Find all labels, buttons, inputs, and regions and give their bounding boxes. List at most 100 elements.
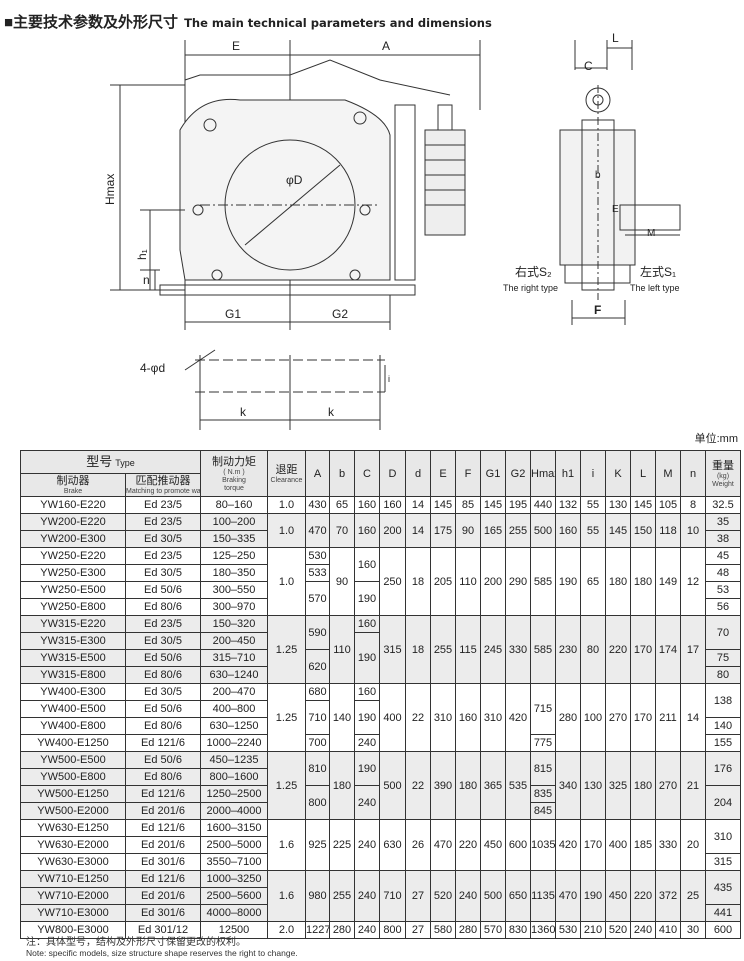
- table-cell: 530: [555, 921, 581, 939]
- table-cell: 10: [680, 513, 706, 548]
- table-cell: 500: [480, 870, 506, 922]
- table-cell: 180: [630, 547, 656, 616]
- header-dim-d: d: [405, 450, 431, 497]
- table-cell: 325: [605, 751, 631, 820]
- table-cell: 1.25: [267, 615, 306, 684]
- table-cell: 400: [605, 819, 631, 871]
- table-cell: 160: [354, 615, 380, 633]
- table-cell: YW500-E800: [20, 768, 126, 786]
- note-zh: 注：具体型号，结构及外形尺寸保留更改的权利。: [26, 937, 246, 948]
- table-cell: 14: [405, 513, 431, 548]
- table-cell: 27: [405, 921, 431, 939]
- table-cell: 200: [379, 513, 406, 548]
- table-cell: 160: [354, 547, 380, 582]
- table-cell: 200: [480, 547, 506, 616]
- table-cell: 174: [655, 615, 681, 684]
- table-cell: 4000–8000: [200, 904, 268, 922]
- label-holes: 4-φd: [140, 361, 165, 375]
- table-cell: 500: [530, 513, 556, 548]
- unit-label: 单位:mm: [694, 433, 738, 445]
- table-cell: 590: [305, 615, 330, 650]
- table-cell: YW800-E3000: [20, 921, 126, 939]
- table-cell: 56: [705, 598, 741, 616]
- table-cell: 1.0: [267, 513, 306, 548]
- table-cell: 2.0: [267, 921, 306, 939]
- table-cell: 14: [405, 496, 431, 514]
- table-cell: 715: [530, 683, 556, 735]
- table-cell: 55: [580, 496, 606, 514]
- table-cell: 650: [505, 870, 531, 922]
- table-cell: 80: [580, 615, 606, 684]
- table-cell: 245: [480, 615, 506, 684]
- table-cell: 800: [305, 785, 330, 820]
- table-cell: 240: [354, 734, 380, 752]
- table-cell: YW500-E500: [20, 751, 126, 769]
- table-cell: 800: [379, 921, 406, 939]
- label-k1: k: [240, 405, 247, 419]
- table-cell: 160: [354, 513, 380, 548]
- label-right-type-zh: 右式S₂: [515, 264, 552, 279]
- table-cell: 441: [705, 904, 741, 922]
- table-cell: Ed 23/5: [125, 547, 201, 565]
- table-cell: 204: [705, 785, 741, 820]
- table-cell: 170: [630, 683, 656, 752]
- table-cell: 48: [705, 564, 741, 582]
- table-cell: 220: [605, 615, 631, 684]
- table-cell: Ed 50/6: [125, 649, 201, 667]
- table-cell: 290: [505, 547, 531, 616]
- table-cell: 310: [430, 683, 456, 752]
- table-cell: 150: [630, 513, 656, 548]
- table-cell: 620: [305, 649, 330, 684]
- table-cell: 150–320: [200, 615, 268, 633]
- table-cell: 630–1240: [200, 666, 268, 684]
- label-k2: k: [328, 405, 335, 419]
- table-cell: 410: [655, 921, 681, 939]
- table-cell: 330: [505, 615, 531, 684]
- table-cell: 240: [354, 819, 380, 871]
- table-cell: 27: [405, 870, 431, 922]
- table-cell: Ed 23/5: [125, 513, 201, 531]
- table-cell: 205: [430, 547, 456, 616]
- table-cell: YW710-E3000: [20, 904, 126, 922]
- table-cell: 270: [605, 683, 631, 752]
- table-cell: 190: [354, 581, 380, 616]
- table-cell: 630: [379, 819, 406, 871]
- header-dim-b: b: [329, 450, 355, 497]
- table-cell: 1.0: [267, 547, 306, 616]
- table-cell: 195: [505, 496, 531, 514]
- header-dim-g1: G1: [480, 450, 506, 497]
- table-cell: 180: [329, 751, 355, 820]
- table-cell: Ed 121/6: [125, 785, 201, 803]
- table-cell: 315: [379, 615, 406, 684]
- table-cell: YW710-E2000: [20, 887, 126, 905]
- table-cell: 170: [630, 615, 656, 684]
- table-cell: 340: [555, 751, 581, 820]
- header-dim-g2: G2: [505, 450, 531, 497]
- table-cell: Ed 80/6: [125, 666, 201, 684]
- base-hole-pattern: [184, 349, 386, 430]
- table-cell: YW160-E220: [20, 496, 126, 514]
- header-dim-m: M: [655, 450, 681, 497]
- table-cell: 535: [505, 751, 531, 820]
- table-cell: YW400-E300: [20, 683, 126, 701]
- table-cell: 315: [705, 853, 741, 871]
- table-cell: 26: [405, 819, 431, 871]
- table-cell: 1.25: [267, 683, 306, 752]
- table-cell: 310: [705, 819, 741, 854]
- table-cell: 400: [379, 683, 406, 752]
- table-cell: 1250–2500: [200, 785, 268, 803]
- table-cell: 160: [354, 496, 380, 514]
- table-cell: 130: [605, 496, 631, 514]
- table-cell: 630–1250: [200, 717, 268, 735]
